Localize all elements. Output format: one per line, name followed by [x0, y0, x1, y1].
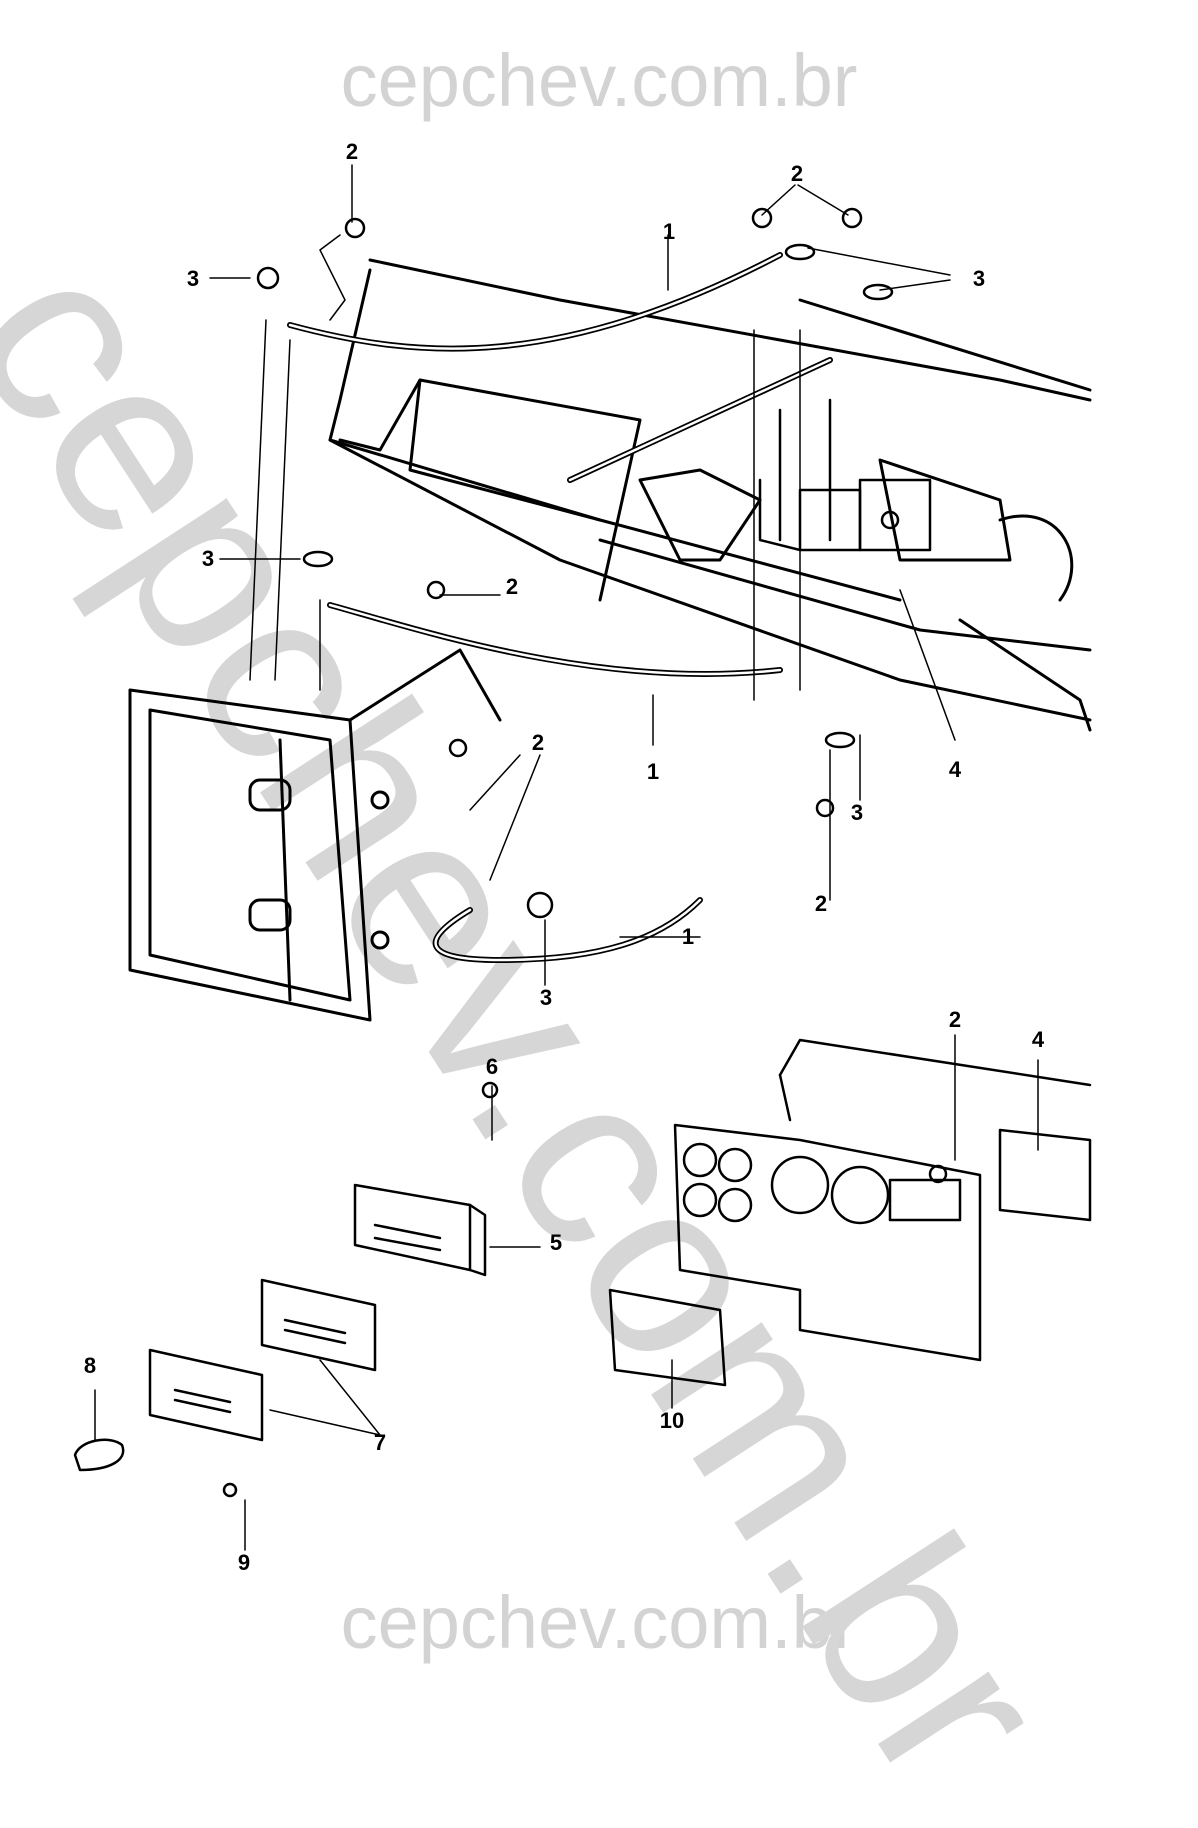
- callout-1-low: 1: [681, 924, 695, 949]
- clip-icon: [256, 266, 280, 290]
- control-knob: [73, 1438, 125, 1472]
- callout-7: 7: [373, 1430, 387, 1455]
- watermark-bottom: cepchev.com.br: [340, 1581, 858, 1664]
- clip-icon: [824, 731, 856, 749]
- callout-2-right-low: 2: [814, 891, 828, 916]
- callout-4-right: 4: [948, 757, 962, 782]
- control-assembly-bracket: [758, 398, 932, 552]
- screw-icon: [841, 207, 863, 229]
- callout-3-right: 3: [850, 800, 864, 825]
- screw-icon: [751, 207, 773, 229]
- panel-cover: [608, 1288, 727, 1387]
- dashboard-frame: [328, 258, 1092, 732]
- screw-icon: [815, 798, 835, 818]
- callout-2-mid-left: 2: [505, 574, 519, 599]
- screw-icon: [344, 217, 366, 239]
- callout-2-top-left: 2: [345, 139, 359, 164]
- callout-3-top-right: 3: [972, 266, 986, 291]
- callout-3-low: 3: [539, 985, 553, 1010]
- callout-2-center: 2: [531, 730, 545, 755]
- callout-1-mid: 1: [646, 759, 660, 784]
- control-cable: [287, 252, 833, 963]
- clip-icon: [862, 283, 894, 301]
- callout-1-top-center: 1: [662, 219, 676, 244]
- control-head: [353, 1183, 487, 1277]
- callout-3-top-left: 3: [186, 266, 200, 291]
- clip-icon: [526, 891, 554, 919]
- control-bezels: [148, 1278, 377, 1442]
- screw-icon: [448, 738, 468, 758]
- screw-icon: [426, 580, 446, 600]
- screw-icon: [222, 1482, 238, 1498]
- callout-2-panel: 2: [948, 1007, 962, 1032]
- callout-2-top-right: 2: [790, 161, 804, 186]
- parts-diagram: [73, 164, 1092, 1551]
- callout-9: 9: [237, 1550, 251, 1575]
- clip-icon: [784, 243, 816, 261]
- callout-8: 8: [83, 1353, 97, 1378]
- screw-icon: [481, 1081, 499, 1099]
- watermark-top: cepchev.com.br: [340, 39, 858, 122]
- leader-lines: [94, 164, 1039, 1551]
- callout-3-mid-left: 3: [201, 546, 215, 571]
- callout-5: 5: [549, 1230, 563, 1255]
- callout-10: 10: [659, 1408, 685, 1433]
- callout-6: 6: [485, 1054, 499, 1079]
- callout-4-panel: 4: [1031, 1027, 1045, 1052]
- instrument-panel: [608, 1038, 1092, 1387]
- fasteners: [222, 207, 948, 1498]
- heater-case: [128, 648, 502, 1022]
- clip-icon: [302, 550, 334, 568]
